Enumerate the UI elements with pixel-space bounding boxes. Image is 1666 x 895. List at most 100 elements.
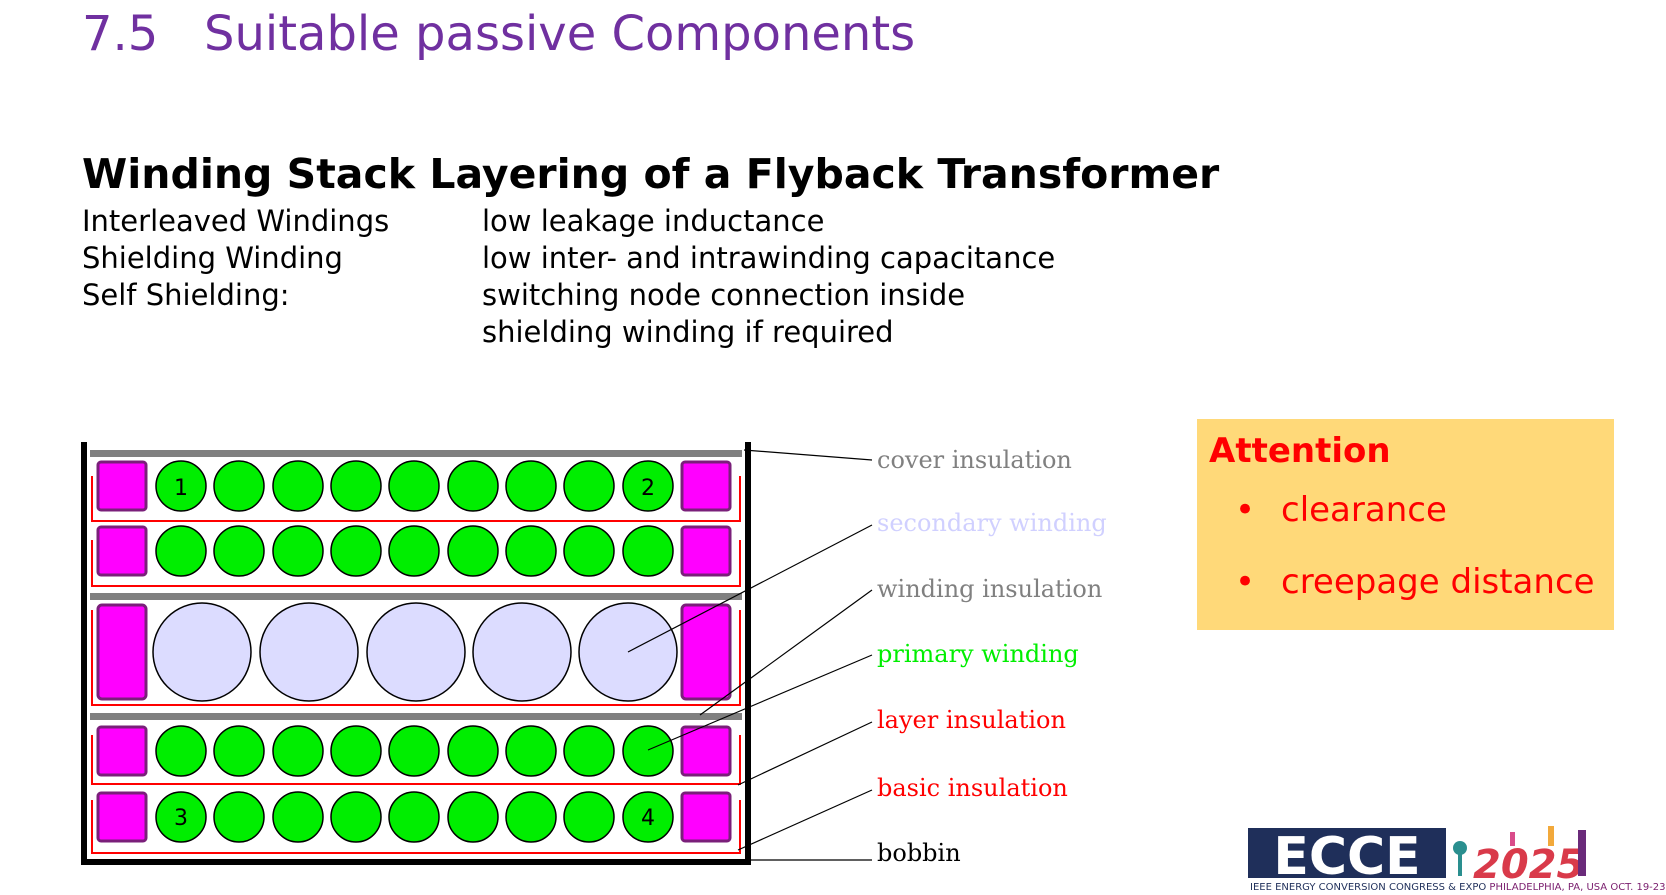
label-cover-insulation: cover insulation: [877, 446, 1072, 474]
feature-desc: low inter- and intrawinding capacitance: [482, 241, 1056, 275]
margin-tape: [96, 791, 148, 843]
primary-conductor: [447, 525, 499, 577]
secondary-conductor: [259, 602, 359, 702]
primary-conductor: [388, 525, 440, 577]
tree-icon: [1453, 841, 1467, 855]
primary-conductor: [155, 525, 207, 577]
primary-conductor: [213, 525, 265, 577]
primary-conductor: [563, 525, 615, 577]
insulation-bar: [90, 450, 742, 457]
skyline-icon: [1548, 826, 1554, 846]
primary-conductor: [563, 725, 615, 777]
leader-line: [737, 721, 873, 786]
layer-insulation: [91, 610, 741, 706]
attention-item: • creepage distance: [1209, 557, 1602, 629]
primary-conductor: [155, 725, 207, 777]
insulation-bar: [90, 593, 742, 600]
label-bobbin: bobbin: [877, 839, 961, 867]
logo-location: PHILADELPHIA, PA, USA: [1489, 882, 1608, 893]
primary-conductor: [330, 725, 382, 777]
margin-tape: [680, 725, 732, 777]
attention-item-text: creepage distance: [1281, 562, 1595, 602]
primary-conductor: [213, 725, 265, 777]
layer-insulation: [91, 476, 741, 522]
logo-caption: IEEE ENERGY CONVERSION CONGRESS & EXPO P…: [1250, 882, 1666, 893]
conductor-number: 3: [174, 806, 188, 831]
conductor-number: 2: [641, 476, 655, 501]
leader-line: [699, 589, 873, 716]
bullet-icon: •: [1235, 562, 1256, 602]
primary-conductor: [388, 460, 440, 512]
primary-conductor: [505, 525, 557, 577]
margin-tape: [96, 725, 148, 777]
slide-number: 7.5: [82, 6, 159, 62]
logo-subtitle: IEEE ENERGY CONVERSION CONGRESS & EXPO: [1250, 882, 1487, 893]
primary-conductor: [447, 791, 499, 843]
feature-desc: shielding winding if required: [482, 315, 894, 349]
primary-conductor: [213, 791, 265, 843]
primary-conductor: [330, 525, 382, 577]
primary-conductor: [563, 791, 615, 843]
feature-row: Shielding Winding low inter- and intrawin…: [82, 240, 1055, 277]
primary-conductor: [505, 725, 557, 777]
feature-name: Interleaved Windings: [82, 204, 390, 238]
feature-row: shielding winding if required: [82, 314, 1055, 351]
primary-conductor: [447, 460, 499, 512]
primary-conductor: [622, 791, 674, 843]
margin-tape: [96, 525, 148, 577]
primary-conductor: [622, 725, 674, 777]
feature-desc: switching node connection inside: [482, 278, 966, 312]
bullet-icon: •: [1235, 490, 1256, 530]
feature-name: Self Shielding:: [82, 278, 290, 312]
logo-dates: OCT. 19-23: [1610, 882, 1666, 893]
feature-name: Shielding Winding: [82, 241, 343, 275]
tree-trunk: [1458, 852, 1462, 876]
primary-conductor: [563, 460, 615, 512]
primary-conductor: [272, 525, 324, 577]
primary-conductor: [505, 791, 557, 843]
skyline-icon: [1510, 832, 1515, 846]
margin-tape: [680, 525, 732, 577]
primary-conductor: [622, 525, 674, 577]
feature-desc: low leakage inductance: [482, 204, 825, 238]
primary-conductor: [213, 460, 265, 512]
logo-backdrop: [1248, 828, 1446, 878]
layer-insulation: [91, 540, 741, 587]
primary-conductor: [388, 725, 440, 777]
bobbin-wall: [81, 442, 751, 865]
primary-conductor: [388, 791, 440, 843]
secondary-conductor: [472, 602, 572, 702]
margin-tape: [680, 460, 732, 512]
attention-box: Attention •clearance • creepage distance: [1197, 419, 1614, 630]
margin-tape: [680, 791, 732, 843]
primary-conductor: [447, 725, 499, 777]
leader-line: [627, 524, 873, 653]
primary-conductor: [505, 460, 557, 512]
section-heading: Winding Stack Layering of a Flyback Tran…: [82, 150, 1220, 198]
margin-tape: [680, 603, 732, 701]
primary-conductor: [155, 460, 207, 512]
layer-insulation: [91, 735, 741, 785]
primary-conductor: [272, 791, 324, 843]
primary-conductor: [272, 460, 324, 512]
ecce-logo: ECCE 2025: [1248, 826, 1586, 888]
bobbin-frame: [81, 442, 751, 865]
logo-ecce-text: ECCE: [1273, 827, 1420, 887]
attention-title: Attention: [1209, 431, 1391, 471]
leader-line: [743, 449, 873, 461]
logo-year: 2025: [1473, 842, 1584, 888]
label-secondary-winding: secondary winding: [877, 509, 1107, 537]
margin-tape: [96, 603, 148, 701]
feature-row: Interleaved Windings low leakage inductan…: [82, 203, 1055, 240]
feature-row: Self Shielding: switching node connection…: [82, 277, 1055, 314]
primary-conductor: [330, 460, 382, 512]
leader-line: [737, 789, 873, 851]
label-primary-winding: primary winding: [877, 640, 1079, 668]
leader-lines: [627, 449, 873, 861]
attention-item: •clearance: [1209, 485, 1602, 557]
secondary-conductor: [366, 602, 466, 702]
leader-line: [647, 654, 873, 751]
label-layer-insulation: layer insulation: [877, 706, 1066, 734]
secondary-conductor: [152, 602, 252, 702]
